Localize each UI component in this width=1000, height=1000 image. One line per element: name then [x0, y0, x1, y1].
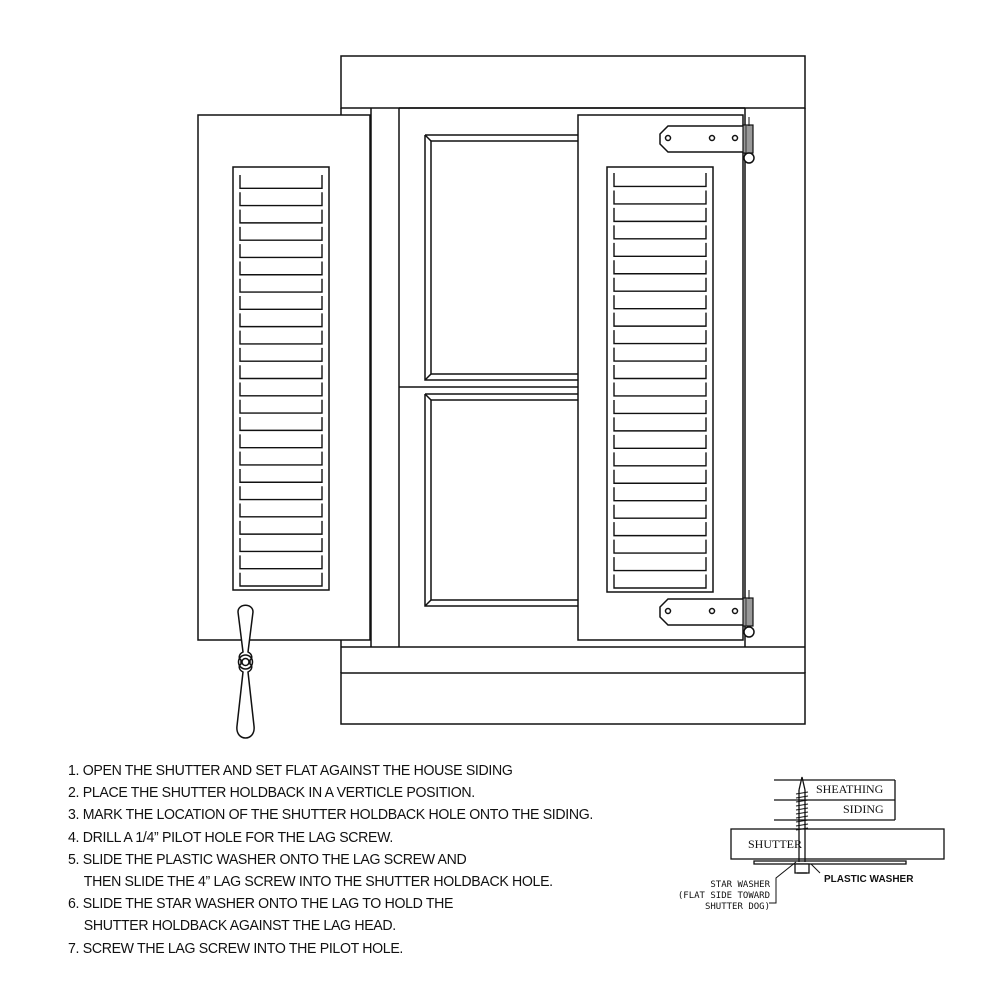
step-5-continued: THEN SLIDE THE 4” LAG SCREW INTO THE SHU…: [83, 873, 553, 891]
mounting-detail: [730, 776, 945, 904]
star-washer-label-3: SHUTTER DOG): [705, 902, 770, 912]
lag-screw-threads: [795, 791, 809, 831]
right-shutter: [577, 114, 744, 641]
step-2: 2. PLACE THE SHUTTER HOLDBACK IN A VERTI…: [68, 784, 475, 802]
louver-slat: [613, 417, 707, 432]
louver-slat: [239, 555, 323, 570]
step-7: 7. SCREW THE LAG SCREW INTO THE PILOT HO…: [68, 939, 404, 957]
step-3: 3. MARK THE LOCATION OF THE SHUTTER HOLD…: [68, 806, 594, 824]
louver-slat: [613, 469, 707, 484]
louver-slat: [613, 295, 707, 310]
louver-slat: [613, 173, 707, 188]
louver-slat: [613, 365, 707, 380]
sheathing-label: SHEATHING: [816, 782, 884, 796]
left-shutter-louvers: [239, 175, 323, 587]
louver-slat: [239, 347, 323, 362]
right-shutter-louvers: [613, 173, 707, 589]
window-sill: [340, 646, 806, 725]
louver-slat: [239, 417, 323, 432]
louver-slat: [239, 468, 323, 483]
louver-slat: [613, 242, 707, 257]
louver-slat: [239, 175, 323, 189]
louver-slat: [239, 486, 323, 501]
plastic-washer-label: PLASTIC WASHER: [824, 874, 914, 885]
step-5: 5. SLIDE THE PLASTIC WASHER ONTO THE LAG…: [68, 850, 467, 868]
louver-slat: [613, 225, 707, 240]
louver-slat: [613, 190, 707, 205]
louver-slat: [613, 312, 707, 327]
louver-slat: [239, 261, 323, 276]
upper-sash-pane: [424, 134, 578, 381]
louver-slat: [239, 382, 323, 397]
louver-slat: [239, 451, 323, 466]
louver-slat: [239, 313, 323, 328]
star-washer-label-1: STAR WASHER: [710, 880, 770, 890]
window-head-trim: [340, 55, 806, 109]
louver-slat: [613, 347, 707, 362]
step-1: 1. OPEN THE SHUTTER AND SET FLAT AGAINST…: [68, 762, 513, 779]
louver-slat: [239, 520, 323, 535]
louver-slat: [613, 574, 707, 589]
shutter-holdback-icon: [236, 604, 255, 739]
step-6-continued: SHUTTER HOLDBACK AGAINST THE LAG HEAD.: [83, 917, 396, 935]
louver-slat: [239, 296, 323, 311]
louver-slat: [613, 557, 707, 572]
louver-slat: [613, 207, 707, 223]
louver-slat: [239, 572, 323, 587]
shutter-label: SHUTTER: [748, 837, 802, 851]
louver-slat: [613, 487, 707, 502]
louver-slat: [613, 434, 707, 450]
louver-slat: [239, 192, 323, 207]
louver-slat: [239, 503, 323, 518]
louver-slat: [613, 399, 707, 415]
louver-slat: [613, 504, 707, 519]
louver-slat: [613, 330, 707, 345]
louver-slat: [239, 399, 323, 414]
installation-steps: 1. OPEN THE SHUTTER AND SET FLAT AGAINST…: [68, 760, 593, 960]
left-shutter: [197, 114, 371, 641]
bottom-hinge: [659, 590, 755, 638]
top-hinge: [659, 117, 755, 164]
louver-slat: [239, 209, 323, 224]
louver-slat: [613, 382, 707, 397]
step-4: 4. DRILL A 1/4” PILOT HOLE FOR THE LAG S…: [68, 828, 393, 846]
louver-slat: [613, 522, 707, 537]
louver-slat: [239, 365, 323, 380]
siding-label: SIDING: [843, 802, 884, 816]
louver-slat: [239, 226, 323, 241]
lower-sash-pane: [424, 393, 578, 607]
louver-slat: [239, 538, 323, 553]
louver-slat: [613, 452, 707, 467]
louver-slat: [239, 434, 323, 449]
louver-slat: [613, 539, 707, 554]
star-washer-label-2: (FLAT SIDE TOWARD: [678, 891, 770, 901]
louver-slat: [239, 278, 323, 293]
step-6: 6. SLIDE THE STAR WASHER ONTO THE LAG TO…: [68, 895, 454, 913]
louver-slat: [239, 244, 323, 259]
louver-slat: [613, 277, 707, 292]
louver-slat: [239, 330, 323, 345]
louver-slat: [613, 260, 707, 275]
